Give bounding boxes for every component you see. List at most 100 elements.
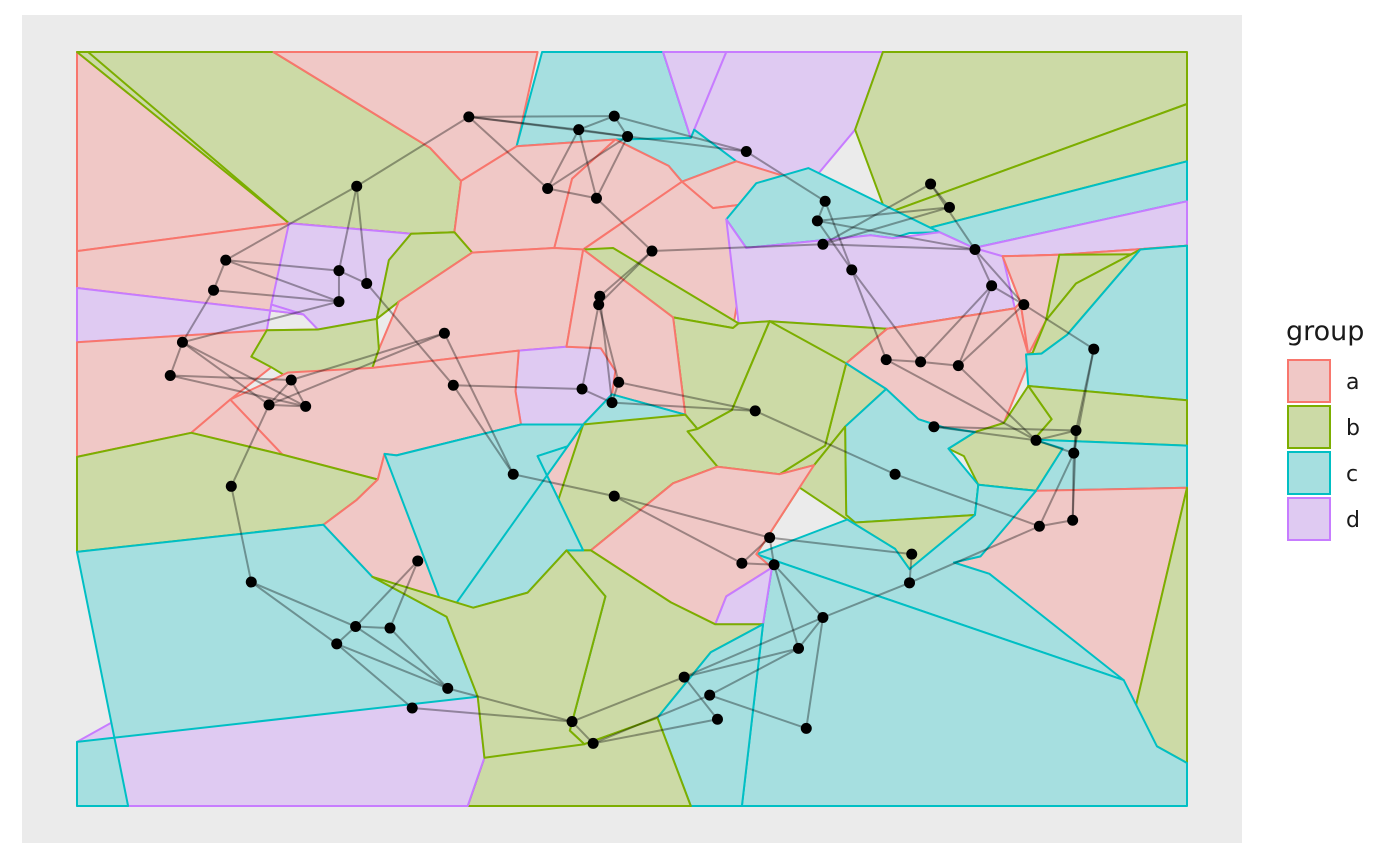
- delaunay-edge: [769, 536, 912, 556]
- delaunay-edge: [824, 200, 853, 271]
- delaunay-edge: [709, 694, 807, 730]
- delaunay-edge: [170, 374, 306, 408]
- data-point-b: [793, 642, 804, 654]
- delaunay-edge: [355, 625, 449, 690]
- delaunay-edge: [181, 341, 270, 406]
- delaunay-edge: [356, 115, 470, 188]
- delaunay-edge: [546, 129, 580, 189]
- data-point-a: [412, 555, 424, 567]
- delaunay-edge: [290, 332, 445, 381]
- delaunay-edge: [453, 384, 583, 391]
- delaunay-edge: [613, 115, 747, 153]
- delaunay-edge: [683, 647, 799, 679]
- legend-label-d: d: [1346, 508, 1360, 533]
- data-point-c: [1070, 425, 1082, 437]
- data-point-c: [904, 577, 915, 589]
- data-point-c: [1088, 343, 1100, 355]
- delaunay-edge: [816, 220, 853, 271]
- delaunay-edge: [354, 560, 419, 628]
- data-point-b: [952, 360, 964, 372]
- delaunay-edge: [447, 687, 573, 723]
- delaunay-edge: [957, 303, 1025, 367]
- delaunay-edge: [1023, 303, 1095, 350]
- data-point-a: [880, 354, 892, 366]
- delaunay-edge: [613, 495, 770, 539]
- delaunay-edge: [817, 206, 950, 222]
- legend-label-c: c: [1346, 462, 1358, 487]
- delaunay-edge: [170, 374, 292, 381]
- delaunay-edge: [182, 300, 340, 344]
- delaunay-edge: [225, 259, 340, 303]
- data-point-a: [915, 356, 927, 368]
- delaunay-edge: [613, 495, 743, 565]
- data-point-a: [1018, 299, 1030, 311]
- delaunay-edge: [468, 115, 628, 138]
- data-point-b: [594, 290, 606, 302]
- data-point-b: [678, 671, 690, 683]
- data-point-c: [906, 548, 918, 560]
- delaunay-edge: [1035, 439, 1075, 455]
- delaunay-edge: [894, 473, 1040, 528]
- delaunay-edge: [595, 135, 629, 199]
- delaunay-edge: [597, 250, 653, 306]
- data-point-b: [1067, 514, 1079, 526]
- data-point-c: [507, 468, 519, 480]
- delaunay-edge: [741, 536, 771, 564]
- delaunay-edge: [578, 128, 628, 138]
- delaunay-edge: [957, 364, 1037, 442]
- delaunay-edge: [651, 243, 823, 253]
- data-point-b: [361, 277, 373, 289]
- data-point-c: [928, 421, 940, 433]
- delaunay-edge: [389, 560, 419, 629]
- legend-title: group: [1286, 316, 1364, 347]
- data-point-d: [817, 238, 829, 250]
- delaunay-edge: [225, 185, 358, 261]
- data-point-a: [986, 280, 998, 292]
- delaunay-edge: [805, 617, 824, 729]
- delaunay-edge: [745, 150, 826, 203]
- delaunay-edge: [578, 115, 615, 131]
- delaunay-edge: [595, 197, 653, 252]
- data-point-d: [740, 146, 752, 158]
- data-point-a: [1033, 520, 1045, 532]
- delaunay-edge: [355, 625, 391, 630]
- delaunay-edge: [627, 135, 747, 153]
- data-points: [164, 110, 1100, 749]
- delaunay-edge: [920, 360, 959, 367]
- voronoi-cell-d: [76, 287, 305, 344]
- delaunay-edge: [181, 341, 307, 408]
- delaunay-edge: [577, 129, 598, 199]
- delaunay-edge: [822, 581, 910, 619]
- delaunay-edges: [169, 115, 1095, 745]
- data-point-a: [800, 722, 812, 734]
- data-point-a: [447, 379, 459, 391]
- delaunay-edge: [592, 694, 711, 745]
- data-point-b: [285, 374, 297, 386]
- delaunay-edge: [933, 425, 1037, 442]
- data-point-b: [1030, 434, 1042, 446]
- voronoi-cells: [76, 51, 1188, 807]
- delaunay-edge: [547, 187, 597, 200]
- delaunay-edge: [268, 332, 445, 406]
- delaunay-edge: [336, 643, 413, 709]
- data-point-a: [220, 254, 232, 266]
- data-point-d: [576, 383, 588, 395]
- data-point-d: [768, 559, 780, 571]
- delaunay-edge: [225, 259, 340, 272]
- data-point-a: [176, 336, 188, 348]
- legend-key-a: [1287, 359, 1331, 403]
- delaunay-edge: [468, 115, 579, 131]
- voronoi-cell-d: [725, 218, 1016, 330]
- delaunay-edge: [618, 381, 756, 412]
- delaunay-edge: [592, 718, 718, 745]
- delaunay-edge: [850, 269, 888, 360]
- delaunay-edge: [598, 296, 614, 403]
- data-point-b: [351, 180, 363, 192]
- data-point-a: [613, 376, 625, 388]
- delaunay-edge: [885, 358, 1037, 442]
- data-point-b: [608, 490, 620, 502]
- data-point-b: [606, 397, 618, 409]
- data-point-b: [225, 480, 237, 492]
- delaunay-edge: [268, 403, 306, 408]
